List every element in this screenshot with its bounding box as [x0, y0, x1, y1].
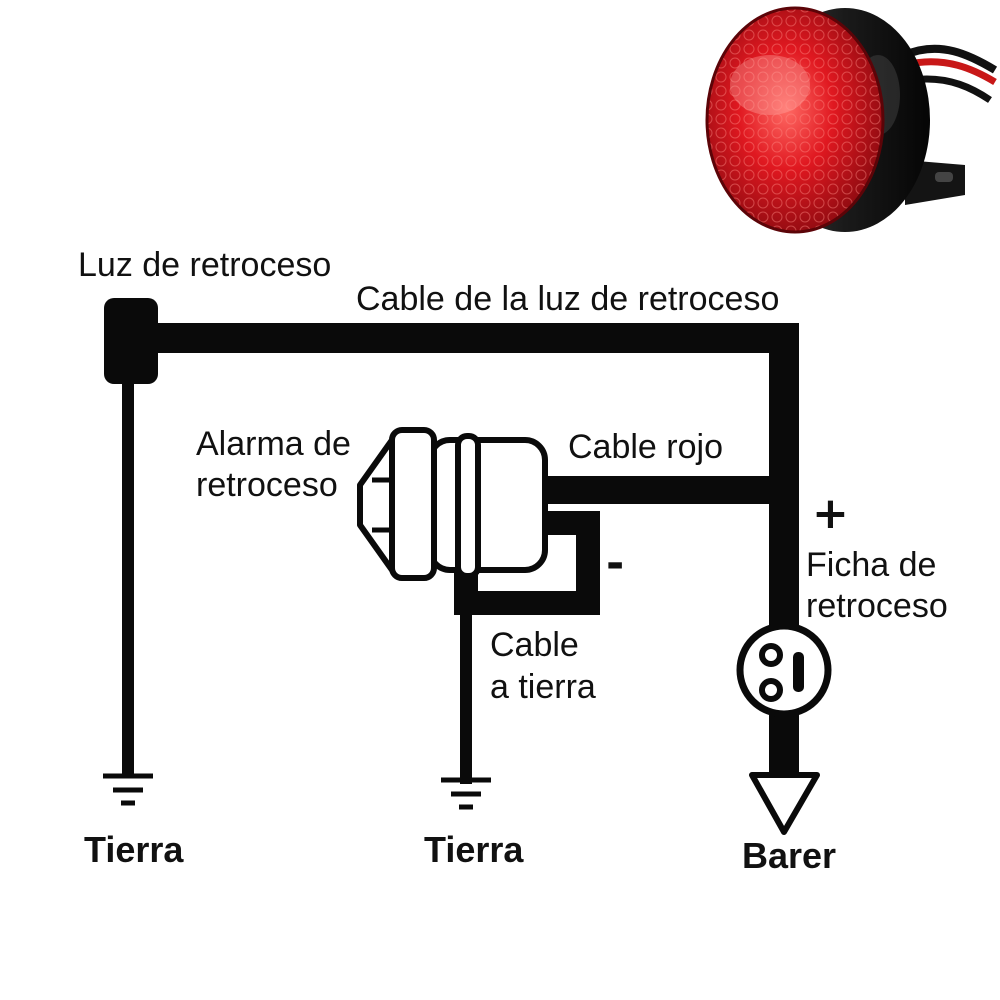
ground-cable: [454, 511, 600, 615]
label-tierra-middle: Tierra: [424, 829, 524, 870]
label-alarma-line1: Alarma de: [196, 425, 351, 463]
label-cable-luz-retroceso: Cable de la luz de retroceso: [356, 280, 779, 318]
label-minus-sign: -: [606, 538, 624, 589]
label-barer: Barer: [742, 835, 836, 876]
label-tierra-left: Tierra: [84, 829, 184, 870]
plug-connector-icon: [736, 622, 832, 718]
label-cable-rojo: Cable rojo: [568, 428, 723, 466]
backup-light-symbol: [104, 298, 158, 384]
backup-alarm-symbol: [357, 427, 548, 581]
label-ficha-line1: Ficha de: [806, 546, 936, 584]
label-alarma-line2: retroceso: [196, 466, 338, 504]
ground-icon: [441, 777, 491, 810]
down-triangle-icon: [749, 772, 820, 835]
ground-icon: [103, 773, 153, 806]
label-cable-tierra-line2: a tierra: [490, 668, 596, 706]
product-photo-icon: [705, 6, 998, 234]
label-luz-de-retroceso: Luz de retroceso: [78, 246, 331, 284]
label-cable-tierra-line1: Cable: [490, 626, 579, 664]
label-ficha-line2: retroceso: [806, 587, 948, 625]
label-plus-sign: +: [812, 488, 849, 539]
